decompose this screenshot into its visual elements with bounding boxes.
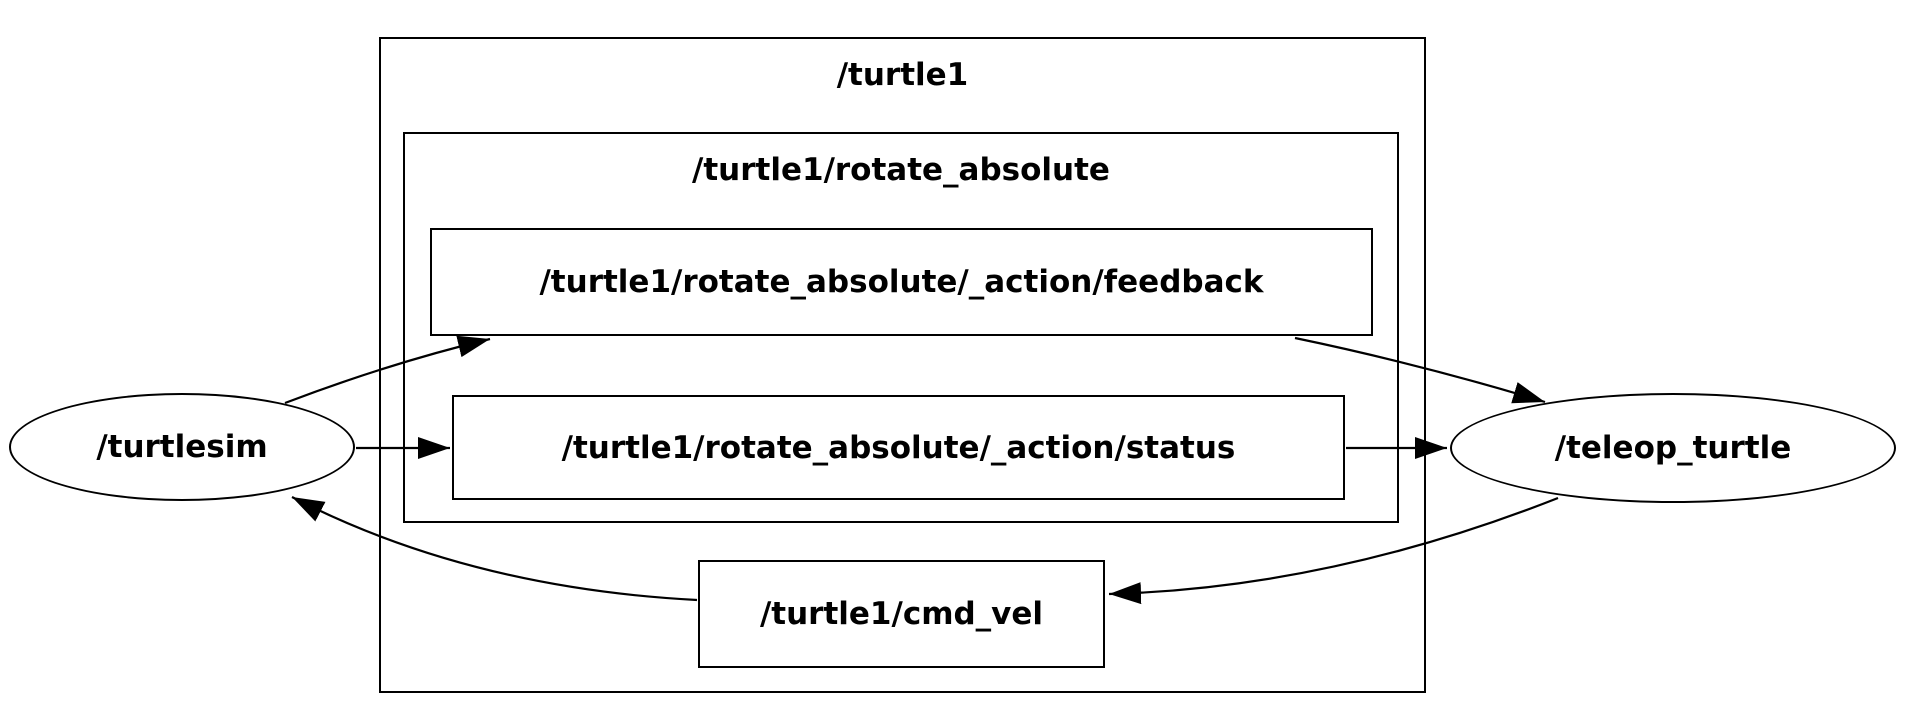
edge-teleop-to-cmdvel <box>1108 496 1559 605</box>
edge-feedback-to-teleop <box>1294 336 1546 404</box>
node-action-feedback: /turtle1/rotate_absolute/_action/feedbac… <box>430 228 1373 336</box>
node-turtlesim: /turtlesim <box>9 393 355 501</box>
edge-turtlesim-to-feedback <box>284 335 491 405</box>
node-cmd-vel: /turtle1/cmd_vel <box>698 560 1105 668</box>
node-teleop-turtle-label: /teleop_turtle <box>1554 430 1792 466</box>
node-action-status-label: /turtle1/rotate_absolute/_action/status <box>561 429 1236 466</box>
cluster-rotate-absolute: /turtle1/rotate_absolute <box>403 132 1399 523</box>
node-action-status: /turtle1/rotate_absolute/_action/status <box>452 395 1345 500</box>
cluster-turtle1-label: /turtle1 <box>836 57 969 93</box>
node-action-feedback-label: /turtle1/rotate_absolute/_action/feedbac… <box>539 264 1264 300</box>
node-teleop-turtle: /teleop_turtle <box>1450 393 1896 503</box>
edge-cmdvel-to-turtlesim <box>291 496 698 602</box>
cluster-turtle1: /turtle1 <box>379 37 1426 693</box>
node-turtlesim-label: /turtlesim <box>96 429 268 465</box>
node-cmd-vel-label: /turtle1/cmd_vel <box>759 596 1044 632</box>
cluster-rotate-absolute-label: /turtle1/rotate_absolute <box>692 152 1110 188</box>
